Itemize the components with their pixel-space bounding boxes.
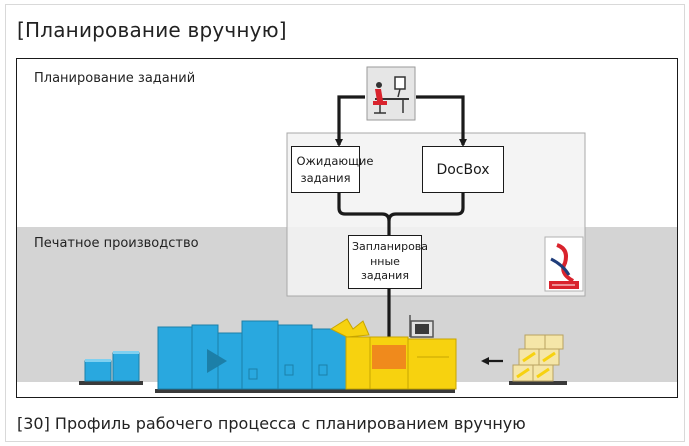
scheduled-jobs-box: Запланирова нные задания <box>348 235 429 289</box>
waiting-jobs-label: Ожидающие задания <box>296 153 374 185</box>
merge-from-docbox <box>387 192 465 222</box>
production-zone-label: Печатное производство <box>34 236 199 251</box>
waiting-jobs-box: Ожидающие задания <box>291 146 374 193</box>
paper-supply-pallet-icon <box>509 334 567 385</box>
operator-workstation-icon <box>366 66 416 121</box>
workflow-diagram: Планирование заданий Печатное производст… <box>16 58 678 398</box>
arrow-to-waiting-jobs <box>335 95 365 147</box>
output-paper-stacks-icon <box>79 351 143 385</box>
page-title: [Планирование вручную] <box>17 18 287 42</box>
docbox-box: DocBox <box>422 146 504 193</box>
figure-caption: [30] Профиль рабочего процесса с планиро… <box>17 414 526 433</box>
arrow-to-docbox <box>416 95 467 147</box>
page-frame <box>5 4 685 442</box>
diagram-graphics <box>17 66 677 397</box>
planning-zone-label: Планирование заданий <box>34 71 196 86</box>
production-printer-icon <box>155 315 457 393</box>
scheduled-jobs-label: Запланирова нные задания <box>352 240 429 283</box>
docbox-label: DocBox <box>436 161 490 178</box>
pdf-software-icon <box>544 236 584 292</box>
